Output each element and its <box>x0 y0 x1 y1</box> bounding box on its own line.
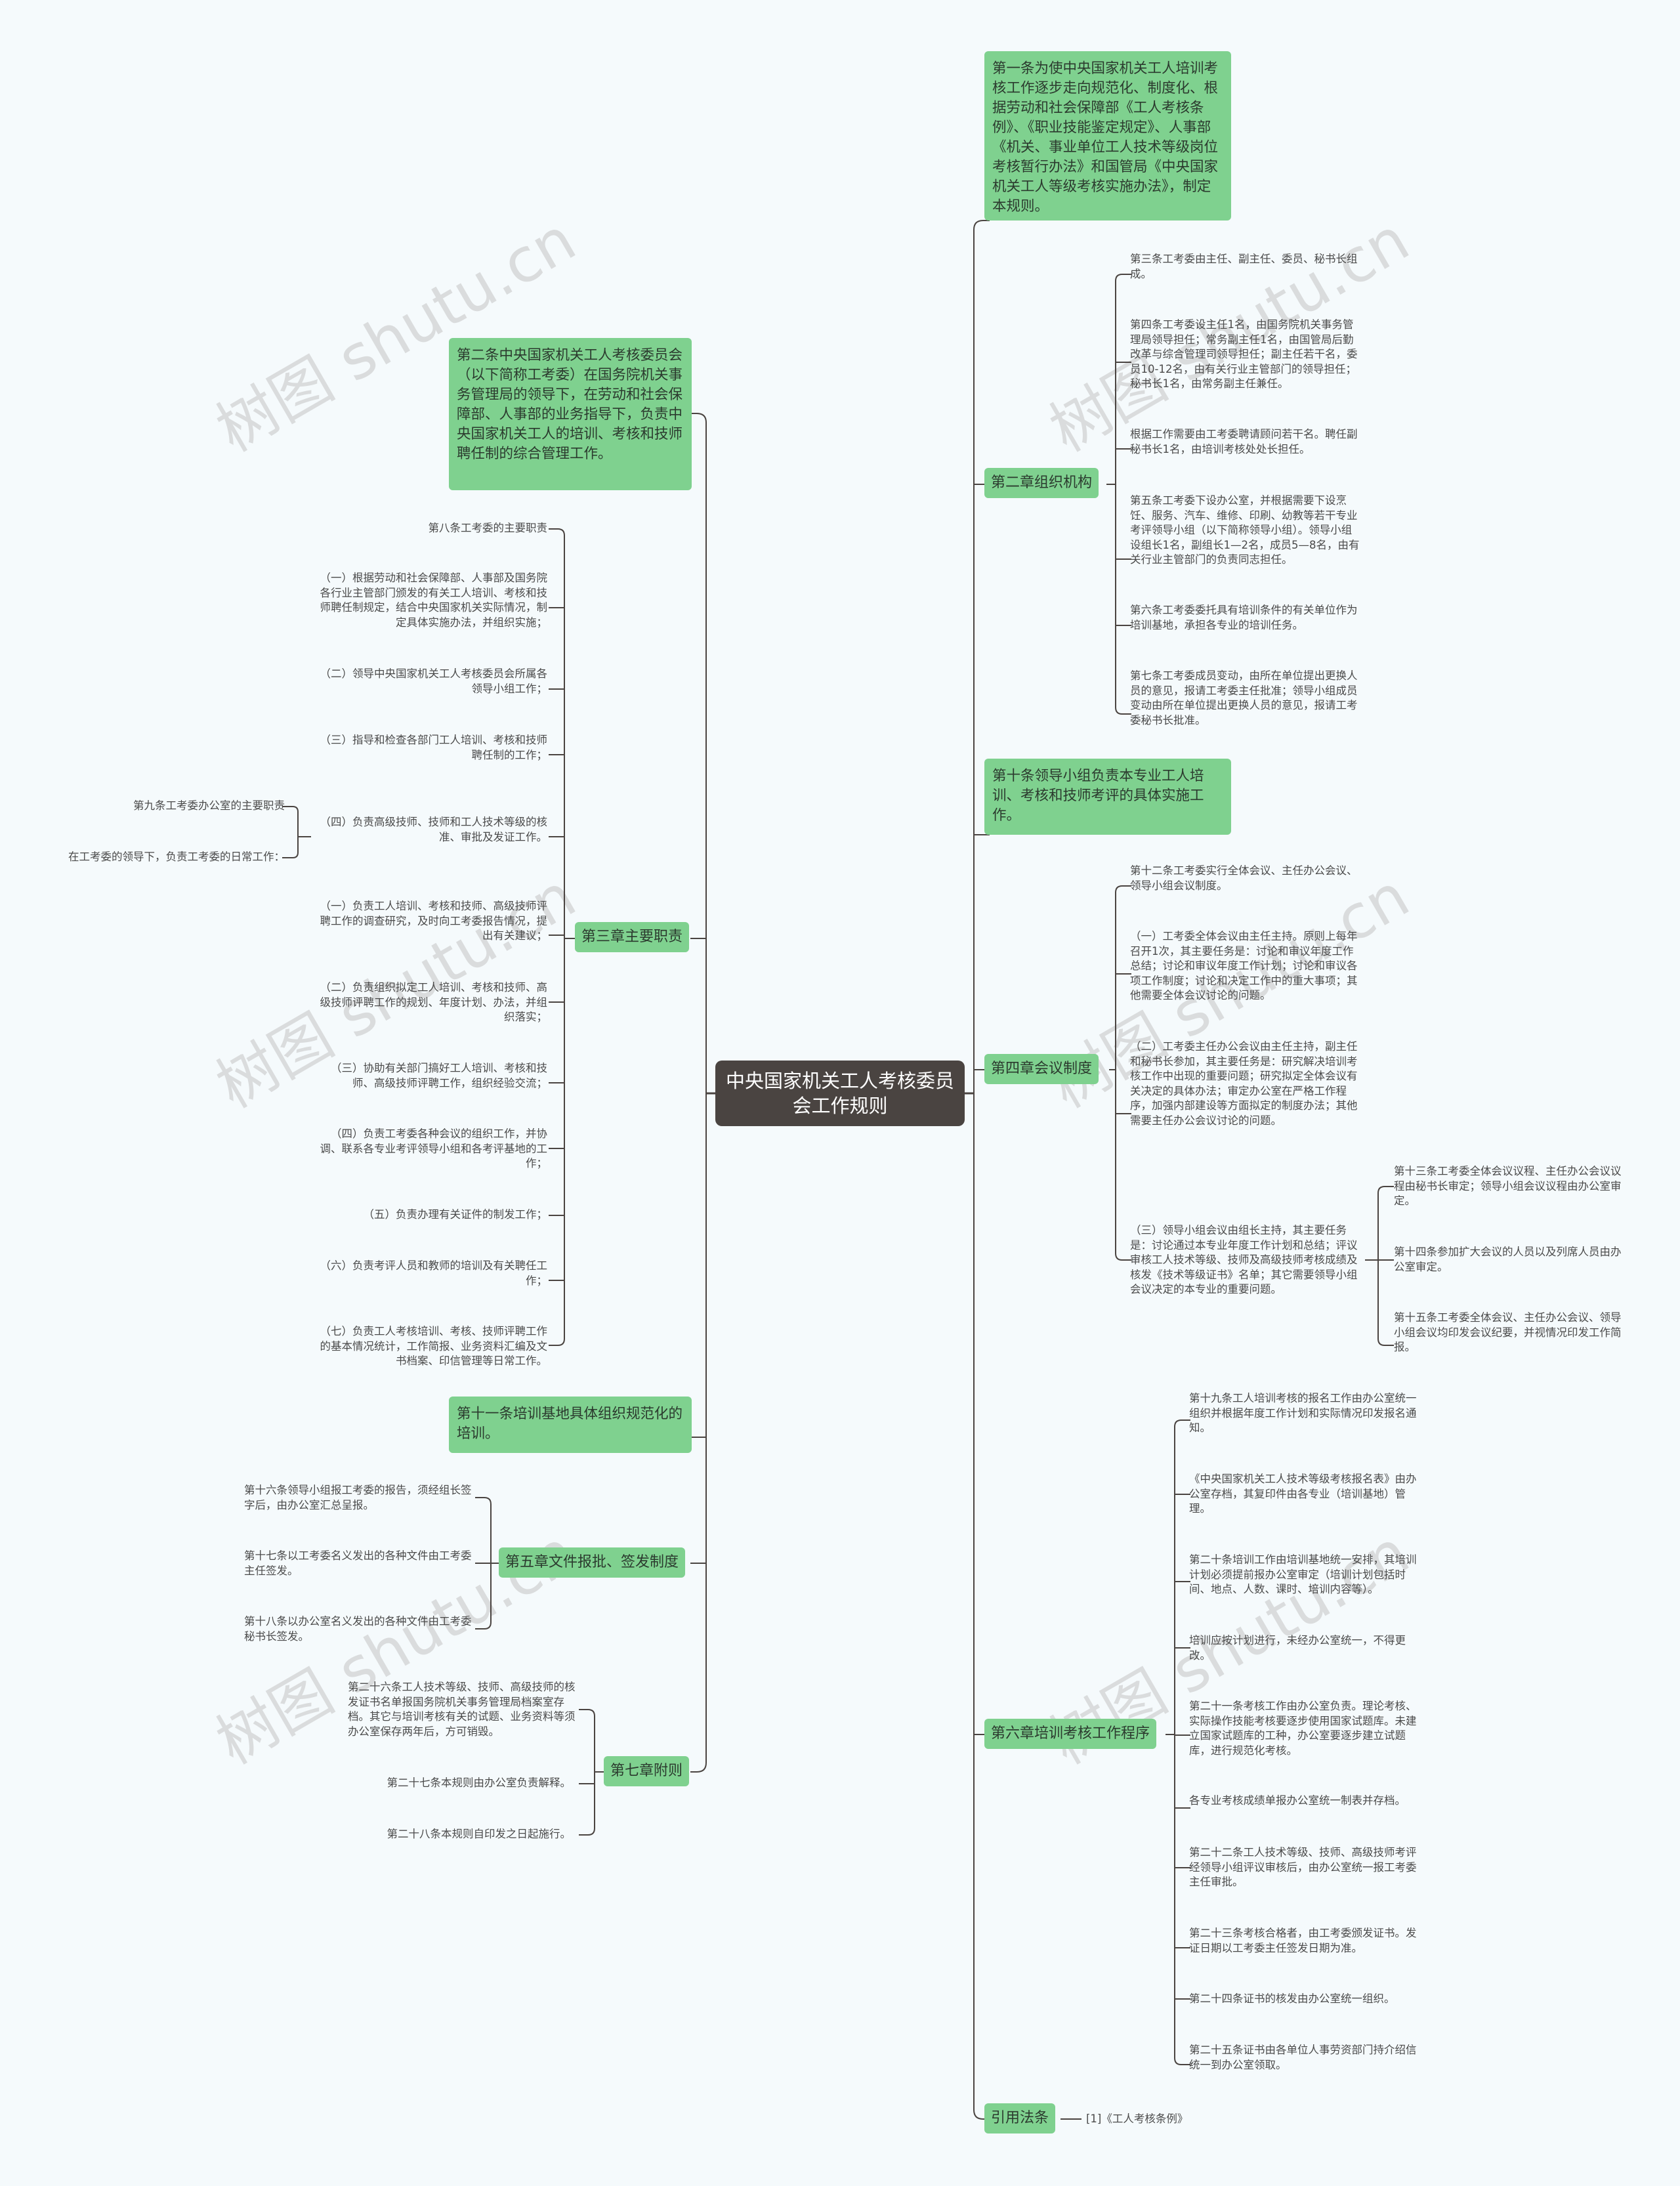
ch6-item: 第二十一条考核工作由办公室负责。理论考核、实际操作技能考核要逐步使用国家试题库。… <box>1189 1700 1417 1757</box>
article-2-text: 第二条中央国家机关工人考核委员会（以下简称工考委）在国务院机关事务管理局的领导下… <box>457 347 683 462</box>
connector-line <box>475 1622 492 1629</box>
ch3-item: （三）协助有关部门搞好工人培训、考核和技师、高级技师评聘工作，组织经验交流； <box>331 1062 547 1089</box>
ch3-side-item: 在工考委的领导下，负责工考委的日常工作： <box>68 851 285 863</box>
ch4-subitem: 第十五条工考委全体会议、主任办公会议、领导小组会议均印发会议纪要，并视情况印发工… <box>1394 1311 1622 1353</box>
ch3-item: （一）负责工人培训、考核和技师、高级技师评聘工作的调查研究，及时向工考委报告情况… <box>320 900 548 942</box>
ch2-item: 根据工作需要由工考委聘请顾问若干名。聘任副秘书长1名，由培训考核处处长担任。 <box>1130 428 1358 455</box>
ch7-item: 第二十六条工人技术等级、技师、高级技师的核发证书名单报国务院机关事务管理局档案室… <box>348 1681 576 1738</box>
ch6-item: 第二十二条工人技术等级、技师、高级技师考评经领导小组评议审核后，由办公室统一报工… <box>1189 1846 1417 1888</box>
ch3-item: （一）根据劳动和社会保障部、人事部及国务院各行业主管部门颁发的有关工人培训、考核… <box>320 572 548 629</box>
ch3-item: 第八条工考委的主要职责 <box>428 522 548 534</box>
chapter-4-label: 第四章会议制度 <box>991 1061 1093 1077</box>
ch3-item: （二）负责组织拟定工人培训、考核和技师、高级技师评聘工作的规划、年度计划、办法，… <box>320 981 548 1023</box>
chapter-5-node[interactable]: 第五章文件报批、签发制度 <box>499 1547 686 1578</box>
connector-line <box>475 1497 492 1505</box>
reference-item: [1]《工人考核条例》 <box>1086 2112 1188 2125</box>
ch4-item: （一）工考委全体会议由主任主持。原则上每年召开1次，其主要任务是：讨论和审议年度… <box>1130 930 1358 1001</box>
ch3-item: （六）负责考评人员和教师的培训及有关聘任工作； <box>320 1259 548 1287</box>
connector-line <box>282 852 299 858</box>
ch3-side-item: 第九条工考委办公室的主要职责 <box>133 799 285 812</box>
ch2-item: 第三条工考委由主任、副主任、委员、秘书长组成。 <box>1130 253 1358 280</box>
chapter-3-node[interactable]: 第三章主要职责 <box>575 922 690 952</box>
connector-line <box>690 1762 707 1773</box>
ch2-item: 第七条工考委成员变动，由所在单位提出更换人员的意见，报请工考委主任批准；领导小组… <box>1130 669 1358 726</box>
ch6-item: 各专业考核成绩单报办公室统一制表并存档。 <box>1189 1794 1406 1807</box>
ch2-item: 第四条工考委设主任1名，由国务院机关事务管理局领导担任；常务副主任1名，由国管局… <box>1130 318 1358 390</box>
references-label: 引用法条 <box>991 2110 1049 2126</box>
ch3-item: （五）负责办理有关证件的制发工作； <box>363 1208 548 1221</box>
ch4-item: 第十二条工考委实行全体会议、主任办公会议、领导小组会议制度。 <box>1130 864 1358 892</box>
root-title: 中央国家机关工人考核委员会工作规则 <box>725 1070 954 1117</box>
ch3-item: （四）负责高级技师、技师和工人技术等级的核准、审批及发证工作。 <box>320 816 548 843</box>
ch7-item: 第二十七条本规则由办公室负责解释。 <box>387 1776 572 1789</box>
chapter-4-node[interactable]: 第四章会议制度 <box>984 1054 1099 1084</box>
ch5-item: 第十八条以办公室名义发出的各种文件由工考委秘书长签发。 <box>244 1615 472 1643</box>
article-11-text: 第十一条培训基地具体组织规范化的培训。 <box>457 1406 683 1442</box>
ch3-item: （七）负责工人考核培训、考核、技师评聘工作的基本情况统计，工作简报、业务资料汇编… <box>320 1325 548 1367</box>
connector-line <box>973 220 990 230</box>
ch6-item: 第二十三条考核合格者，由工考委颁发证书。发证日期以工考委主任签发日期为准。 <box>1189 1927 1417 1954</box>
chapter-5-label: 第五章文件报批、签发制度 <box>505 1554 679 1570</box>
connector-line <box>1377 1338 1394 1346</box>
chapter-6-label: 第六章培训考核工作程序 <box>991 1725 1150 1742</box>
ch2-item: 第六条工考委委托具有培训条件的有关单位作为培训基地，承担各专业的培训任务。 <box>1130 604 1358 631</box>
connector-line <box>973 2109 990 2120</box>
connector-line <box>282 806 299 812</box>
ch6-item: 《中央国家机关工人技术等级考核报名表》由办公室存档，其复印件由各专业（培训基地）… <box>1189 1473 1417 1515</box>
ch2-item: 第五条工考委下设办公室，并根据需要下设烹饪、服务、汽车、维修、印刷、幼教等若干专… <box>1130 494 1360 566</box>
connector-line <box>549 528 565 536</box>
ch6-item: 第二十五条证书由各单位人事劳资部门持介绍信统一到办公室领取。 <box>1189 2044 1417 2071</box>
chapter-2-node[interactable]: 第二章组织机构 <box>984 468 1099 498</box>
connector-line <box>1115 1253 1131 1261</box>
chapter-6-node[interactable]: 第六章培训考核工作程序 <box>984 1719 1157 1749</box>
article-11-node[interactable]: 第十一条培训基地具体组织规范化的培训。 <box>449 1397 692 1453</box>
connector-line <box>579 1828 595 1836</box>
connector-line <box>1115 274 1131 282</box>
connector-line <box>1115 707 1131 715</box>
chapter-3-label: 第三章主要职责 <box>581 929 683 945</box>
ch5-item: 第十七条以工考委名义发出的各种文件由工考委主任签发。 <box>244 1549 472 1577</box>
ch3-item: （二）领导中央国家机关工人考核委员会所属各领导小组工作； <box>320 667 548 695</box>
connector-line <box>579 1709 595 1717</box>
article-2-node[interactable]: 第二条中央国家机关工人考核委员会（以下简称工考委）在国务院机关事务管理局的领导下… <box>449 338 692 490</box>
article-1-node[interactable]: 第一条为使中央国家机关工人培训考核工作逐步走向规范化、制度化、根据劳动和社会保障… <box>984 51 1231 221</box>
article-10-node[interactable]: 第十条领导小组负责本专业工人培训、考核和技师考评的具体实施工作。 <box>984 759 1231 835</box>
connector-line <box>690 413 707 423</box>
article-1-text: 第一条为使中央国家机关工人培训考核工作逐步走向规范化、制度化、根据劳动和社会保障… <box>992 60 1219 215</box>
ch4-item: （二）工考委主任办公会议由主任主持，副主任和秘书长参加，其主要任务是：研究解决培… <box>1130 1040 1358 1127</box>
chapter-2-label: 第二章组织机构 <box>991 474 1093 491</box>
ch6-item: 培训应按计划进行，未经办公室统一，不得更改。 <box>1189 1634 1406 1662</box>
chapter-7-node[interactable]: 第七章附则 <box>604 1756 690 1786</box>
ch3-item: （三）指导和检查各部门工人培训、考核和技师聘任制的工作； <box>320 734 548 761</box>
ch4-item: （三）领导小组会议由组长主持，其主要任务是：讨论通过本专业年度工作计划和总结；评… <box>1130 1224 1358 1295</box>
ch4-subitem: 第十四条参加扩大会议的人员以及列席人员由办公室审定。 <box>1394 1246 1622 1273</box>
ch3-item: （四）负责工考委各种会议的组织工作，并协调、联系各专业考评领导小组和各考评基地的… <box>320 1127 548 1169</box>
ch6-item: 第十九条工人培训考核的报名工作由办公室统一组织并根据年度工作计划和实际情况印发报… <box>1189 1392 1417 1434</box>
ch4-subitem: 第十三条工考委全体会议议程、主任办公会议议程由秘书长审定；领导小组会议议程由办公… <box>1394 1165 1622 1207</box>
chapter-7-label: 第七章附则 <box>610 1763 683 1779</box>
connector-line <box>1377 1186 1394 1194</box>
ch6-item: 第二十条培训工作由培训基地统一安排，其培训计划必须提前报办公室审定（培训计划包括… <box>1189 1553 1417 1595</box>
connector-line <box>1174 2057 1190 2065</box>
ch7-item: 第二十八条本规则自印发之日起施行。 <box>387 1828 572 1840</box>
article-10-text: 第十条领导小组负责本专业工人培训、考核和技师考评的具体实施工作。 <box>992 768 1204 824</box>
connector-line <box>549 1338 565 1346</box>
references-node[interactable]: 引用法条 <box>984 2103 1056 2133</box>
ch6-item: 第二十四条证书的核发由办公室统一组织。 <box>1189 1992 1395 2005</box>
ch5-item: 第十六条领导小组报工考委的报告，须经组长签字后，由办公室汇总呈报。 <box>244 1484 472 1511</box>
connector-line <box>1174 1419 1190 1427</box>
connector-line <box>1115 885 1131 893</box>
root-topic[interactable]: 中央国家机关工人考核委员会工作规则 <box>715 1061 965 1126</box>
